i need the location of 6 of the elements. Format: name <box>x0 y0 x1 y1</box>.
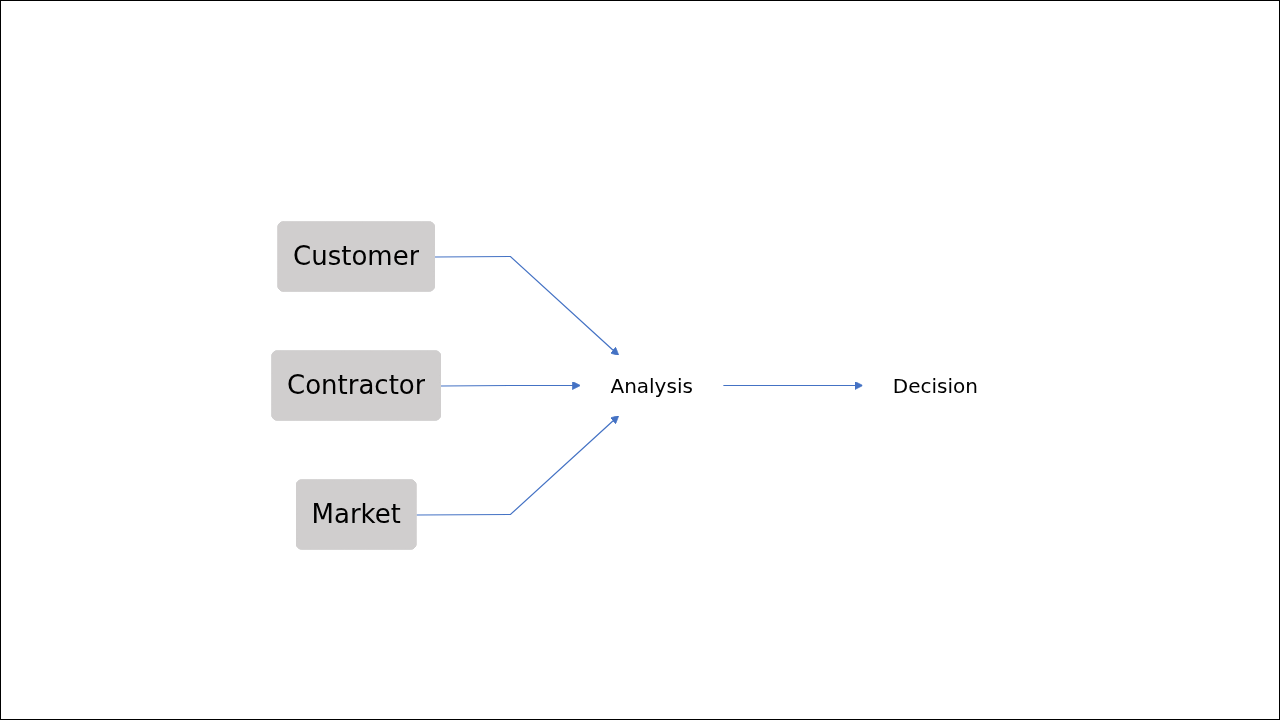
arrow <box>434 255 620 356</box>
arrow <box>440 380 581 390</box>
arrow <box>415 414 620 516</box>
node-text: Decision <box>892 373 978 397</box>
node-text: Analysis <box>610 373 693 397</box>
arrow <box>722 380 864 390</box>
